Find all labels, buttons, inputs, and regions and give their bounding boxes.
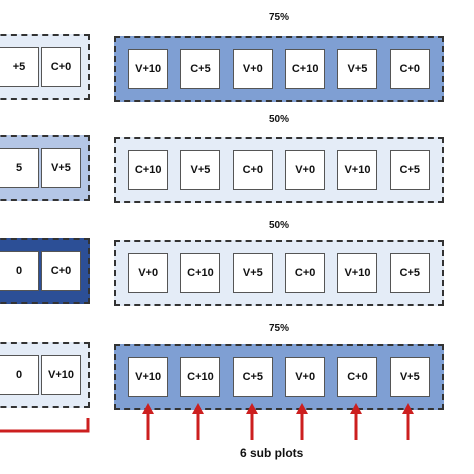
arrow-head	[296, 403, 308, 414]
sub-plot-cell: V+5	[337, 49, 378, 89]
sub-plot-cell: C+5	[389, 150, 430, 190]
left-sub-plot-cell: C+0	[41, 47, 81, 87]
sub-plot-cell: V+5	[232, 253, 273, 293]
plot-strip: V+0 C+10 V+5 C+0 V+10 C+5	[114, 240, 444, 306]
plot-strip: C+10 V+5 C+0 V+0 V+10 C+5	[114, 137, 444, 203]
sub-plot-cell: V+5	[389, 357, 430, 397]
arrow-head	[350, 403, 362, 414]
sub-plot-cell: V+10	[128, 49, 169, 89]
sub-plot-cell: C+5	[232, 357, 273, 397]
left-bracket-line	[0, 418, 90, 433]
left-sub-plot-cell: V+10	[41, 355, 81, 395]
left-sub-plot-cell: C+0	[41, 251, 81, 291]
sub-plot-cell: C+0	[337, 357, 378, 397]
plot-strip: V+10 C+5 V+0 C+10 V+5 C+0	[114, 36, 444, 102]
sub-plot-cell: C+10	[285, 49, 326, 89]
sub-plot-cell: V+0	[285, 357, 326, 397]
arrow-head	[142, 403, 154, 414]
left-sub-plot-cell: 5	[0, 148, 39, 188]
sub-plot-cell: C+5	[180, 49, 221, 89]
sub-plot-cell: C+0	[285, 253, 326, 293]
sub-plot-cell: C+10	[180, 357, 221, 397]
arrow-head	[402, 403, 414, 414]
row-percent-label: 75%	[268, 323, 289, 334]
sub-plot-cell: C+10	[180, 253, 221, 293]
row-percent-label: 50%	[268, 114, 289, 125]
sub-plot-cell: C+5	[389, 253, 430, 293]
left-sub-plot-cell: V+5	[41, 148, 81, 188]
arrow-head	[246, 403, 258, 414]
sub-plot-cell: V+0	[128, 253, 169, 293]
row-percent-label: 50%	[268, 220, 289, 231]
sub-plot-cell: C+0	[389, 49, 430, 89]
left-sub-plot-cell: 0	[0, 251, 39, 291]
sub-plots-caption: 6 sub plots	[240, 446, 304, 460]
sub-plot-cell: V+0	[232, 49, 273, 89]
sub-plot-cell: C+0	[232, 150, 273, 190]
plot-strip: V+10 C+10 C+5 V+0 C+0 V+5	[114, 344, 444, 410]
sub-plot-cell: V+10	[337, 253, 378, 293]
sub-plot-cell: V+0	[285, 150, 326, 190]
sub-plot-cell: C+10	[128, 150, 169, 190]
sub-plot-cell: V+5	[180, 150, 221, 190]
left-sub-plot-cell: 0	[0, 355, 39, 395]
arrow-head	[192, 403, 204, 414]
row-percent-label: 75%	[268, 12, 289, 23]
left-sub-plot-cell: +5	[0, 47, 39, 87]
sub-plot-cell: V+10	[128, 357, 169, 397]
sub-plot-cell: V+10	[337, 150, 378, 190]
